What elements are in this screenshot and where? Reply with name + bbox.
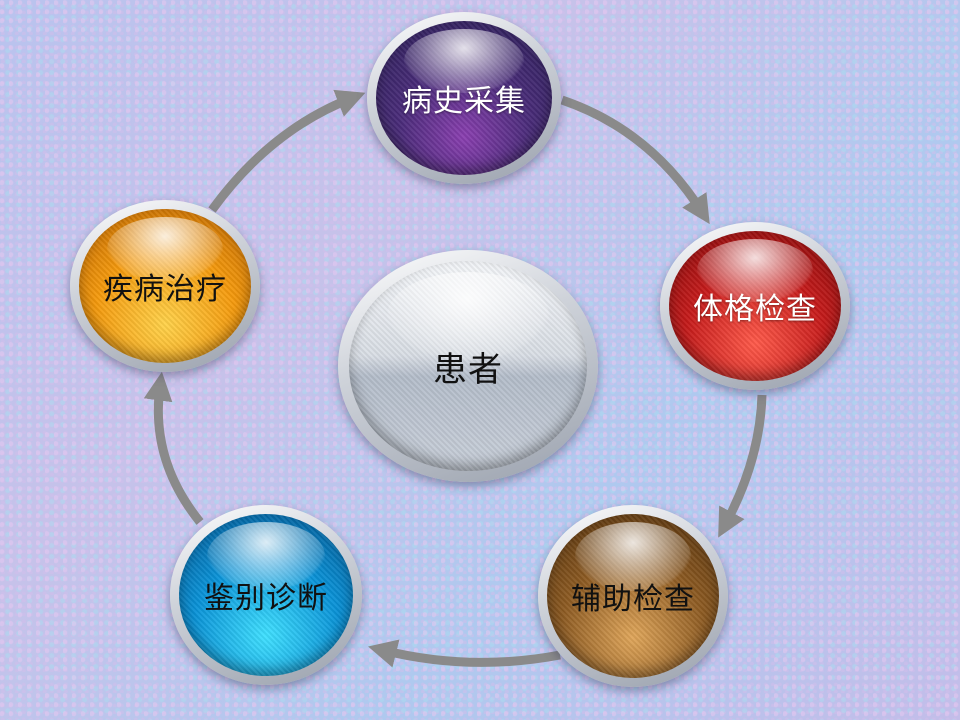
arrow-auxiliary-to-differential [368, 639, 561, 668]
node-auxiliary-exam: 辅助检查 [538, 505, 728, 687]
node-label: 鉴别诊断 [204, 581, 328, 616]
node-differential-diagnosis: 鉴别诊断 [170, 505, 362, 685]
node-label: 辅助检查 [571, 582, 695, 617]
node-history-taking: 病史采集 [367, 12, 561, 184]
arrow-treatment-to-history [208, 89, 366, 213]
arrow-differential-to-treatment [143, 371, 204, 525]
node-physical-exam: 体格检查 [660, 222, 850, 390]
node-disease-treatment: 疾病治疗 [70, 200, 260, 372]
node-label: 体格检查 [693, 292, 817, 327]
node-label: 病史采集 [402, 84, 526, 119]
node-label: 疾病治疗 [103, 272, 227, 307]
node-patient-center: 患者 [338, 250, 598, 482]
arrow-physical-to-auxiliary [718, 394, 767, 538]
center-label: 患者 [433, 349, 503, 390]
arrow-history-to-physical [560, 95, 710, 225]
